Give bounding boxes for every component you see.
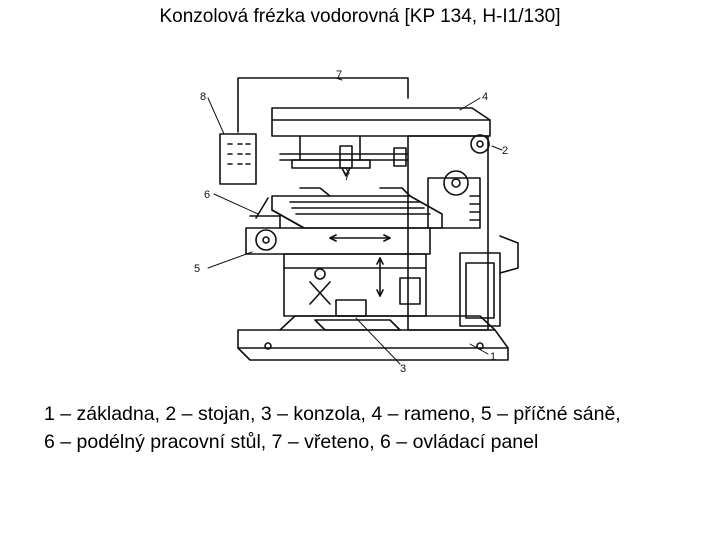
callout-4: 4 bbox=[482, 91, 488, 103]
slide-title: Konzolová frézka vodorovná [KP 134, H-I1… bbox=[159, 6, 561, 27]
table-part bbox=[255, 187, 443, 229]
milling-machine-drawing: 8 7 4 2 6 7 5 3 1 bbox=[180, 68, 530, 380]
overarm-part bbox=[271, 107, 491, 169]
control-panel-part bbox=[219, 77, 409, 185]
base-part bbox=[237, 315, 509, 361]
callout-leaders bbox=[207, 77, 503, 365]
callout-labels: 8 7 4 2 6 7 5 3 1 bbox=[194, 69, 508, 375]
callout-7-top: 7 bbox=[336, 69, 342, 81]
knee-part bbox=[283, 253, 427, 317]
cross-slide-part bbox=[245, 215, 431, 255]
legend-caption: 1 – základna, 2 – stojan, 3 – konzola, 4… bbox=[44, 400, 704, 456]
callout-1: 1 bbox=[490, 351, 496, 363]
callout-5: 5 bbox=[194, 263, 200, 275]
callout-8: 8 bbox=[200, 91, 206, 103]
callout-3: 3 bbox=[400, 363, 406, 375]
spindle-part bbox=[279, 145, 409, 177]
callout-2: 2 bbox=[502, 145, 508, 157]
column-part bbox=[407, 135, 519, 331]
milling-machine-svg: 8 7 4 2 6 7 5 3 1 bbox=[194, 69, 519, 375]
caption-line-1: 1 – základna, 2 – stojan, 3 – konzola, 4… bbox=[44, 403, 621, 425]
caption-line-2: 6 – podélný pracovní stůl, 7 – vřeteno, … bbox=[44, 431, 539, 453]
callout-7: 7 bbox=[344, 171, 350, 183]
callout-6: 6 bbox=[204, 189, 210, 201]
